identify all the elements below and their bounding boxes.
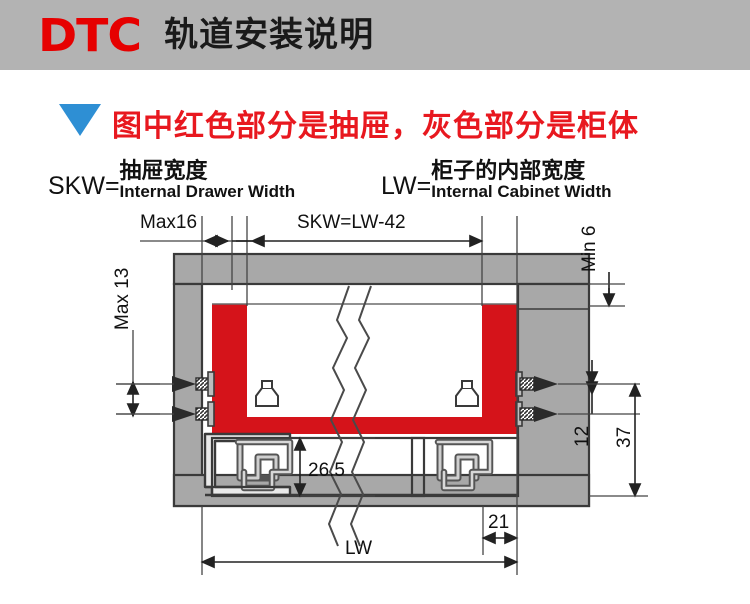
definition-lw-en: Internal Cabinet Width	[431, 182, 612, 202]
dimension-lw-label: LW	[345, 538, 372, 559]
dimension-21: 21	[481, 506, 519, 555]
dimension-min6: Min 6	[579, 226, 625, 308]
dimension-21-label: 21	[488, 512, 509, 533]
dimension-37-label: 37	[614, 427, 635, 448]
dimension-265: 26.5	[293, 436, 375, 498]
definition-lw-code: LW=	[381, 172, 432, 200]
dimension-min6-label: Min 6	[579, 226, 600, 272]
technical-drawing: Max16 SKW=LW-42 Min 6 Max 13	[0, 210, 750, 604]
dimension-max16-label: Max16	[140, 212, 197, 233]
break-line-upper	[327, 285, 372, 547]
screw-right-lower	[515, 401, 558, 427]
drawer-right-side	[482, 304, 517, 434]
dimension-max13-label: Max 13	[112, 268, 133, 330]
dimension-12-label: 12	[572, 426, 593, 447]
dimension-max16: Max16	[140, 212, 265, 248]
dimension-265-label: 26.5	[308, 460, 345, 481]
definition-lw-cn: 柜子的内部宽度	[431, 159, 586, 184]
screw-left-lower	[172, 401, 215, 427]
cabinet-right-wall	[516, 282, 591, 508]
dimension-max13: Max 13	[112, 268, 174, 418]
legend-note: 图中红色部分是抽屉，灰色部分是柜体	[112, 109, 639, 144]
header-bar: DTC 轨道安装说明	[0, 0, 750, 70]
definition-skw-cn: 抽屉宽度	[119, 159, 208, 184]
dimension-37: 37	[589, 382, 648, 498]
slide-rail-right	[205, 380, 520, 498]
screw-right-upper	[515, 371, 558, 397]
dimension-lw: LW	[200, 506, 519, 575]
extension-lines-top	[201, 216, 518, 510]
break-line-mask	[352, 304, 368, 338]
drawer-left-side	[212, 304, 247, 434]
screw-left-upper	[172, 371, 215, 397]
drawer-bottom-panel	[212, 417, 517, 434]
dimension-skw-label: SKW=LW-42	[297, 212, 406, 233]
triangle-down-icon	[59, 104, 101, 136]
dimension-skw: SKW=LW-42	[236, 212, 484, 248]
definition-skw-code: SKW=	[48, 172, 120, 200]
cabinet-left-wall	[172, 282, 204, 508]
page-title: 轨道安装说明	[164, 16, 375, 54]
extension-lines-left	[116, 383, 160, 415]
cabinet-top-rail	[172, 252, 591, 286]
definition-skw-en: Internal Drawer Width	[119, 182, 296, 202]
dimension-12: 12	[558, 360, 640, 447]
dtc-logo: DTC	[38, 8, 142, 62]
